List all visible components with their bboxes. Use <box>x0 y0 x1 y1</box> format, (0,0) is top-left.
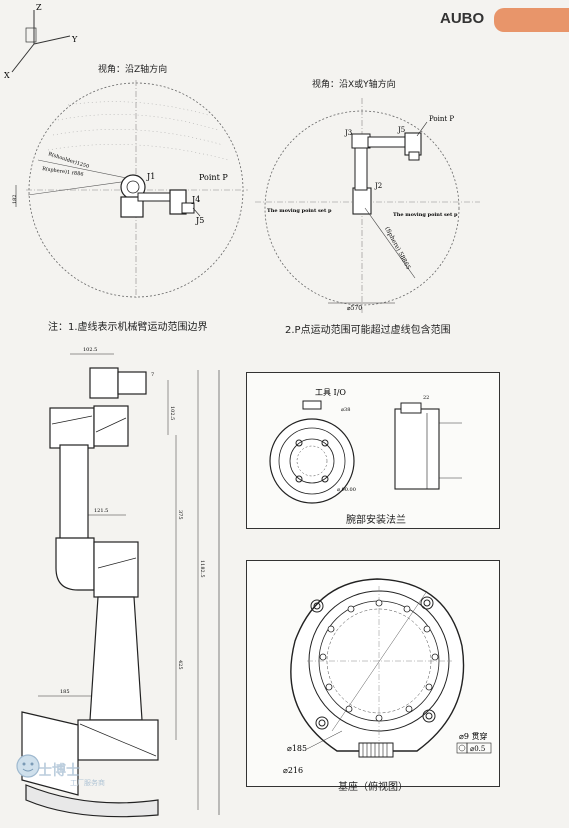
dim-102-top: 102.5 <box>83 347 97 353</box>
note-2: 2.P点运动范围可能超过虚线包含范围 <box>285 325 451 336</box>
dim-1182: 1182.5 <box>199 560 205 578</box>
dim-7: 7 <box>151 372 154 378</box>
dim-425: 425 <box>177 660 183 670</box>
base-drawing-box: ⌀185 ⌀216 ⌀9 贯穿 ⌀0.5 <box>246 560 500 787</box>
watermark-mascot-icon <box>16 754 40 778</box>
base-drawing: ⌀185 ⌀216 ⌀9 贯穿 ⌀0.5 <box>283 578 492 775</box>
base-dia-label: ⌀570 <box>347 305 362 312</box>
radius-label-2: R(sphere)1 r886 <box>42 165 84 178</box>
base-d216-label: ⌀216 <box>283 766 303 775</box>
base-caption: 基座（俯视图） <box>338 782 408 793</box>
axis-x-label: X <box>4 71 10 80</box>
axis-y-label: Y <box>71 35 78 44</box>
flange-drawing-box: 工具 I/O ⌀38 ⌀ 90.00 22 <box>246 372 500 529</box>
arm-elevation-drawing: 102.5 7 102.5 121.5 375 1182.5 425 185 <box>21 347 220 818</box>
joint-j5-label: J5 <box>195 216 204 225</box>
dim-102-side: 102.5 <box>169 406 175 420</box>
sphere-radius-label: (Sphere) 58865 <box>383 226 412 271</box>
z-view-caption: 视角：沿Z轴方向 <box>98 65 168 75</box>
joint-j2-label: J2 <box>374 182 382 190</box>
brand-logo: AUBO <box>440 10 485 27</box>
xy-view-caption: 视角：沿X或Y轴方向 <box>312 80 396 90</box>
base-hole-label: ⌀9 贯穿 <box>459 731 487 741</box>
flange-caption: 腕部安装法兰 <box>346 515 406 526</box>
note-1: 注：1.虚线表示机械臂运动范围边界 <box>48 322 208 333</box>
watermark-sub: 工厂服务商 <box>70 779 105 787</box>
flange-side-dim: 22 <box>423 395 429 401</box>
joint-j4-label: J4 <box>191 195 200 204</box>
flange-d-bottom: ⌀ 90.00 <box>337 487 356 493</box>
moving-point-left-label: The moving point set p <box>267 208 332 214</box>
dim-185: 185 <box>60 689 70 695</box>
point-p-side-label: Point P <box>429 115 454 123</box>
joint-j1-label: J1 <box>146 172 155 181</box>
axis-z-label: Z <box>36 3 42 12</box>
left-dim-label: 182 <box>12 194 18 204</box>
axis-triad-icon: Z Y X <box>4 3 78 80</box>
tool-io-label: 工具 I/O <box>315 388 346 397</box>
base-d185-label: ⌀185 <box>287 744 307 753</box>
chapter-tab <box>494 8 569 32</box>
dim-121: 121.5 <box>94 508 108 514</box>
flange-d-top: ⌀38 <box>341 407 350 413</box>
xy-view-workspace-drawing: J3 J5 Point P J2 The moving point set p … <box>255 98 480 313</box>
watermark-logo: 士博士 <box>38 763 80 779</box>
point-p-label: Point P <box>199 173 228 182</box>
base-tol-label: ⌀0.5 <box>470 745 485 753</box>
flange-drawing: 工具 I/O ⌀38 ⌀ 90.00 22 <box>269 388 462 504</box>
z-view-workspace-drawing: R(shoulder)1250 R(sphere)1 r886 J1 J4 J5… <box>12 80 248 300</box>
joint-j3-label: J3 <box>344 129 352 137</box>
moving-point-right-label: The moving point set p <box>393 212 458 218</box>
dim-375: 375 <box>177 510 183 520</box>
joint-j5-side-label: J5 <box>397 126 405 134</box>
